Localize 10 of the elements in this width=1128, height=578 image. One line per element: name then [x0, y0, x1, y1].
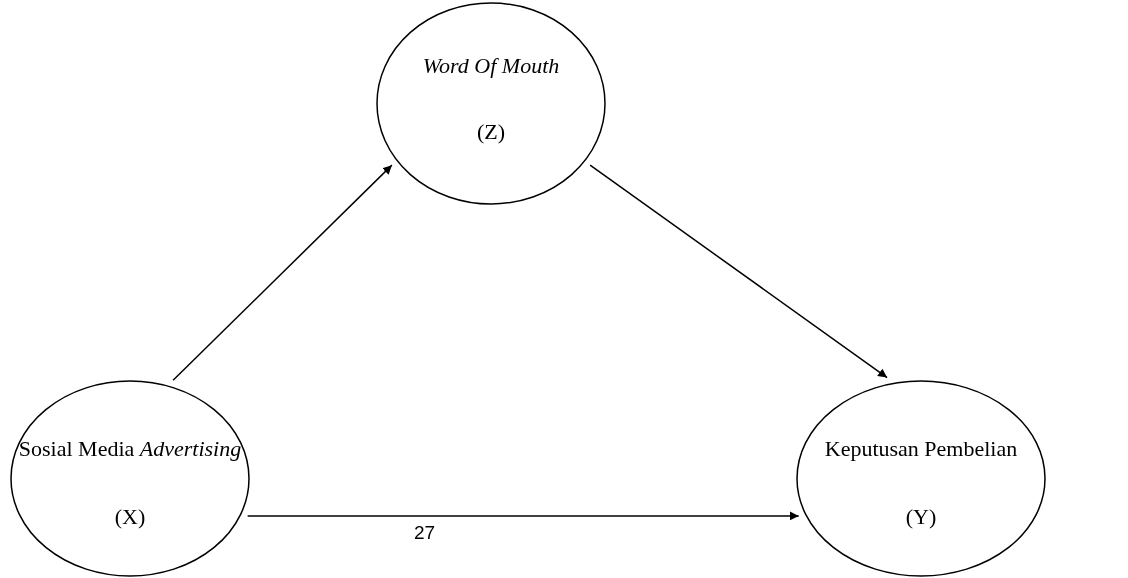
arrow [246, 511, 800, 521]
variable-code: (Y) [905, 503, 937, 530]
variable-name: Sosial Media Advertising [18, 435, 242, 462]
variable-code: (X) [114, 503, 146, 530]
variable-name: Word Of Mouth [422, 52, 560, 79]
variable-name: Keputusan Pembelian [824, 435, 1018, 462]
variable-code: (Z) [476, 118, 506, 145]
page-number: 27 [414, 522, 436, 544]
arrow [589, 164, 888, 379]
arrow [172, 164, 393, 382]
